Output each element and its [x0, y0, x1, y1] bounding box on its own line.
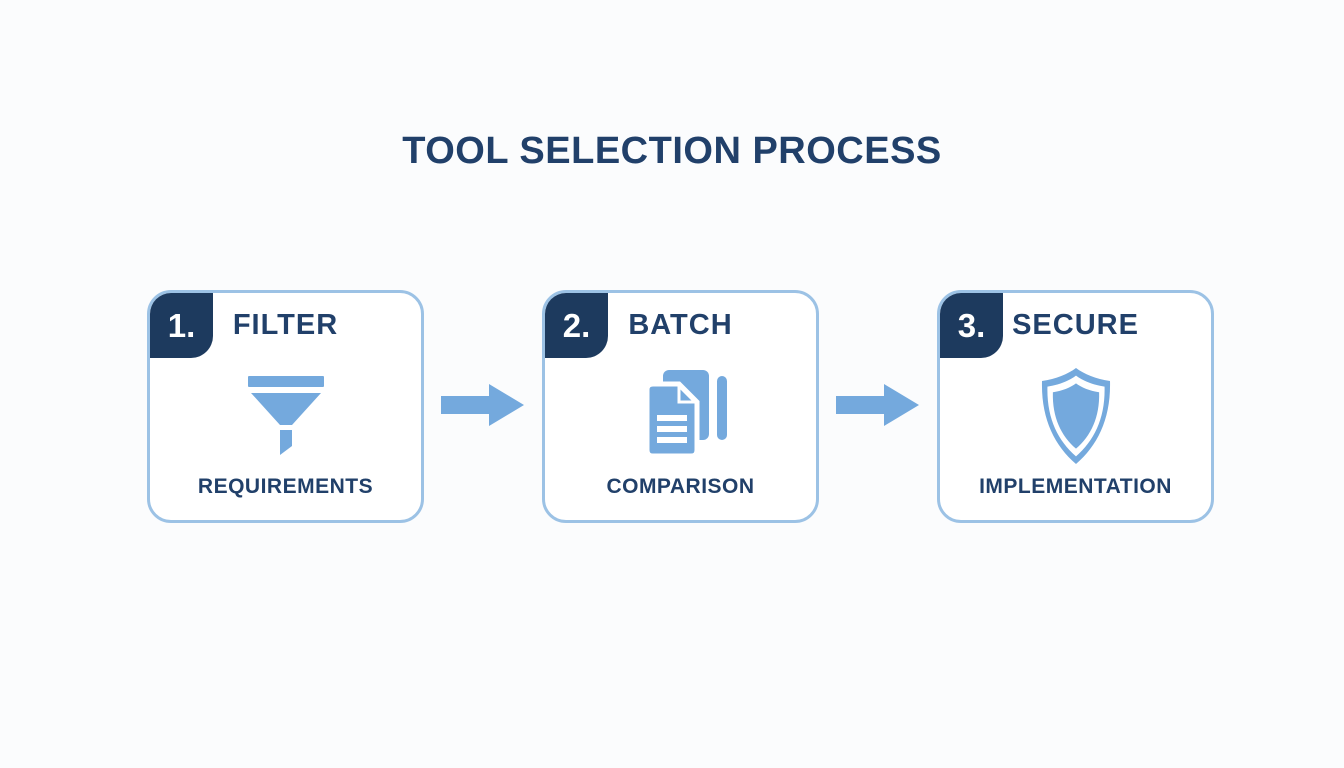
step-title: FILTER — [232, 309, 339, 341]
documents-icon — [545, 370, 816, 461]
step-number: 3. — [957, 307, 986, 344]
step-card-filter: 1. FILTER REQUIREMENTS — [147, 290, 424, 523]
funnel-icon — [150, 371, 421, 461]
step-number-badge: 1. — [150, 293, 213, 358]
step-title: BATCH — [628, 309, 733, 341]
step-label: COMPARISON — [606, 475, 755, 498]
step-card-secure: 3. SECURE IMPLEMENTATION — [937, 290, 1214, 523]
arrow-right-icon — [836, 383, 920, 427]
step-number-badge: 3. — [940, 293, 1003, 358]
arrow-right-icon — [441, 383, 525, 427]
step-label: IMPLEMENTATION — [979, 475, 1172, 498]
step-number-badge: 2. — [545, 293, 608, 358]
page-title: TOOL SELECTION PROCESS — [402, 130, 942, 172]
step-card-batch: 2. BATCH COMPARISON — [542, 290, 819, 523]
step-label: REQUIREMENTS — [197, 475, 374, 498]
step-number: 2. — [562, 307, 591, 344]
step-title: SECURE — [1012, 309, 1139, 341]
shield-icon — [940, 368, 1211, 464]
step-number: 1. — [167, 307, 196, 344]
